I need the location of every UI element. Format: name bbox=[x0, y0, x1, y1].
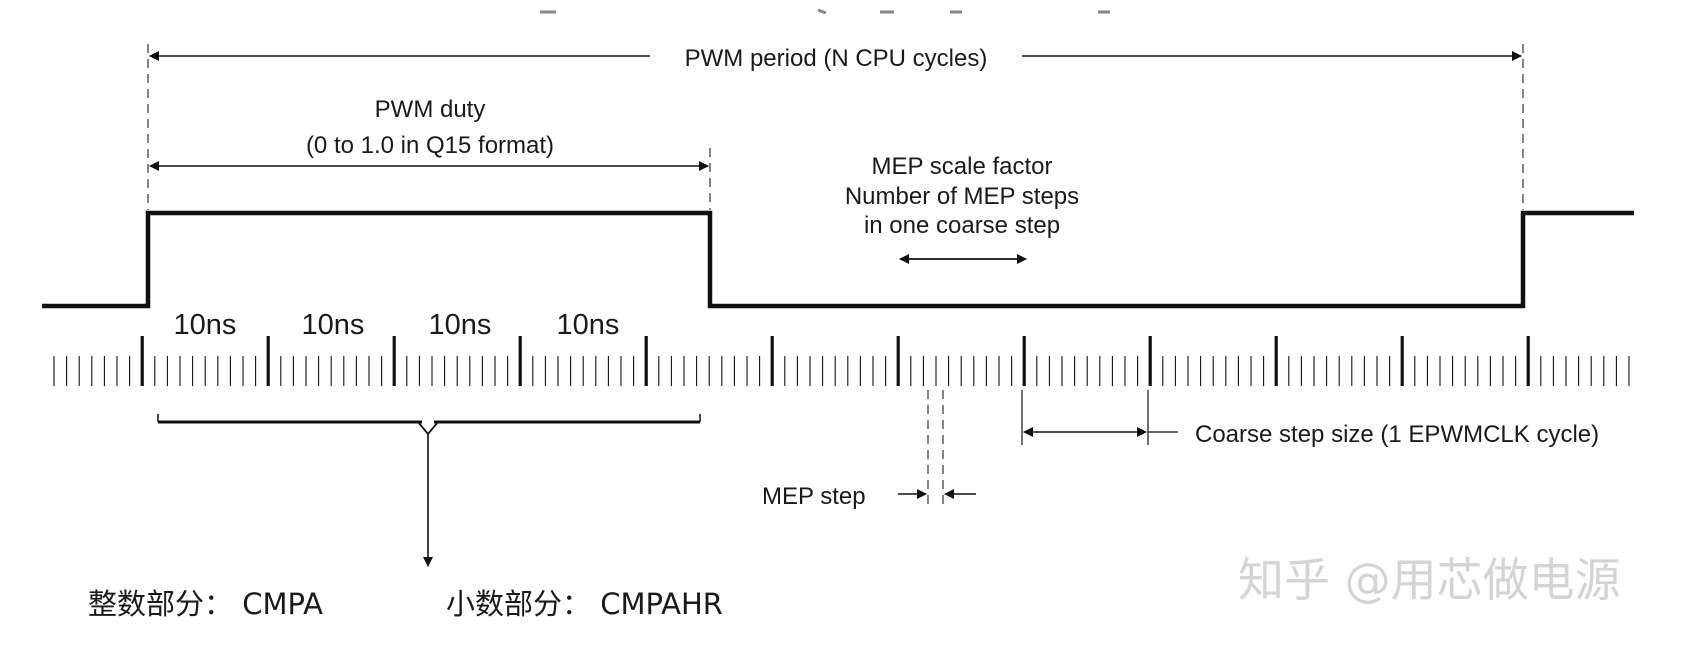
tick-scale bbox=[53, 336, 1630, 386]
coarse-step-arrow bbox=[1021, 390, 1178, 445]
zhihu-watermark: 知乎 @用芯做电源 bbox=[1238, 553, 1621, 607]
integer-part-caption: 整数部分： CMPA bbox=[88, 587, 323, 621]
integer-part-bracket bbox=[157, 414, 701, 567]
mep-steps-label: Number of MEP steps bbox=[845, 183, 1079, 210]
mep-scale-factor-label: MEP scale factor bbox=[872, 153, 1053, 180]
step-label-4: 10ns bbox=[557, 309, 620, 341]
pwm-waveform bbox=[42, 210, 1634, 309]
step-label-3: 10ns bbox=[429, 309, 492, 341]
pwm-duty-label: PWM duty bbox=[375, 96, 486, 123]
coarse-step-label: in one coarse step bbox=[864, 212, 1060, 239]
dashed-guides bbox=[147, 44, 1524, 505]
pwm-duty-format-label: (0 to 1.0 in Q15 format) bbox=[306, 132, 554, 159]
fraction-part-caption: 小数部分： CMPAHR bbox=[446, 587, 723, 621]
step-label-1: 10ns bbox=[174, 309, 237, 341]
mep-step-label: MEP step bbox=[762, 483, 866, 510]
cropped-top-marks bbox=[540, 8, 1110, 15]
pwm-period-label: PWM period (N CPU cycles) bbox=[685, 45, 988, 72]
step-label-2: 10ns bbox=[302, 309, 365, 341]
coarse-step-size-label: Coarse step size (1 EPWMCLK cycle) bbox=[1195, 421, 1599, 448]
